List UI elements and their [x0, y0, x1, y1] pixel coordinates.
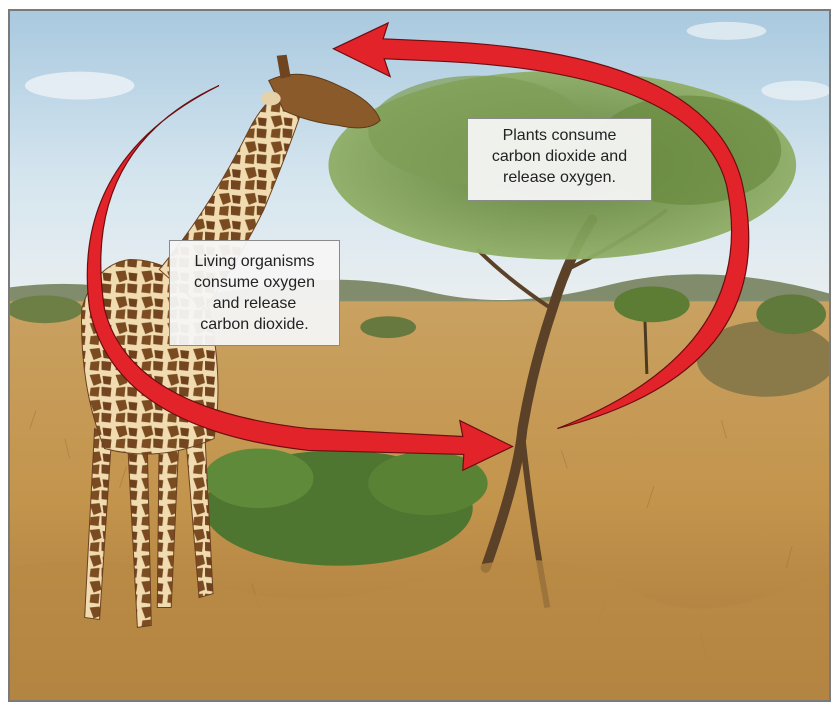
savanna-photo — [10, 11, 829, 700]
animals-respiration-label: Living organisms consume oxygen and rele… — [169, 240, 340, 346]
small-acacia-tree — [614, 286, 690, 322]
photo-frame: Living organisms consume oxygen and rele… — [8, 9, 831, 702]
bush-left — [10, 295, 83, 323]
plants-photosynthesis-label: Plants consume carbon dioxide and releas… — [467, 118, 652, 201]
